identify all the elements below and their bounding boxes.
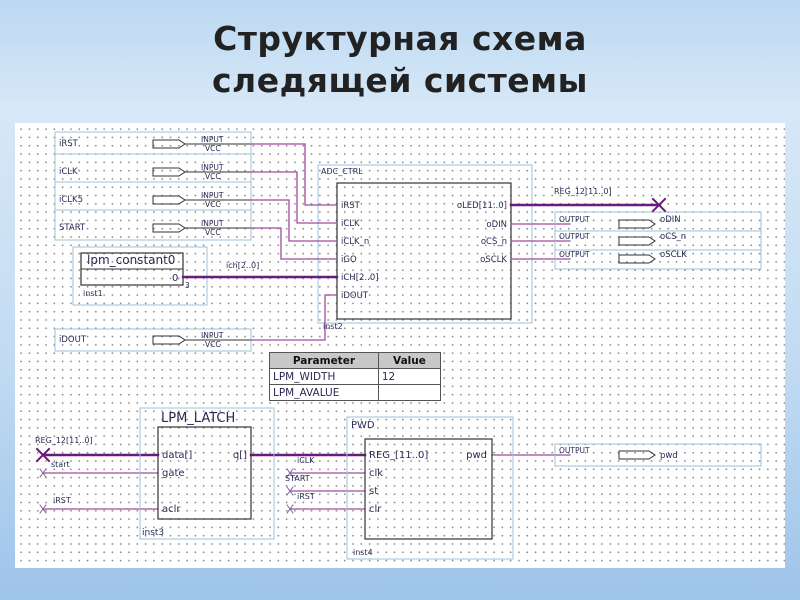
latch-gate-label: start [51,460,70,469]
latch-port-gate: gate [162,468,185,479]
pwd-port-clr: clr [369,504,382,515]
table-row: LPM_WIDTH 12 [269,368,442,385]
input-default-irst: VCC [205,144,221,153]
output-name-pwd: pwd [660,451,678,461]
wire-iclk [250,171,338,224]
input-type-iclk: INPUT [201,163,224,172]
input-type-irst: INPUT [201,135,224,144]
adc-in-4: iCH[2..0] [341,273,379,283]
pwd-port-reg: REG_[11..0] [369,450,428,461]
adc-ctrl-block [336,182,512,320]
pwd-instance: inst4 [353,548,373,557]
adc-in-2: iCLK_n [341,237,369,247]
wire-start [250,227,338,260]
lpm-latch-frame [139,407,275,540]
adc-in-3: iGO [341,255,357,265]
bus-label-ich: ich[2..0] [226,261,259,270]
slide-title-line1: Структурная схема [213,19,587,58]
output-pwd-frame [554,443,762,467]
latch-port-q: q[] [233,450,247,461]
schematic-canvas: iRST iCLK iCLK5 START iDOUT INPUT VCC IN… [15,123,785,568]
latch-port-aclr: aclr [162,504,181,515]
pwd-net-clk: iCLK [297,456,315,465]
output-name-osclk: oSCLK [660,250,687,260]
lpm-constant-instance: inst1 [83,289,103,298]
param-name: LPM_AVALUE [269,384,379,401]
lpm-constant-value: 0 [172,273,178,284]
input-type-idout: INPUT [201,331,224,340]
adc-in-1: iCLK [341,219,360,229]
param-value [377,384,442,401]
wire-irst [250,143,338,206]
lpm-latch-instance: inst3 [142,528,164,538]
latch-port-data: data[] [162,450,192,461]
adc-out-3: oSCLK [480,255,507,265]
lpm-latch-block [157,426,252,520]
parameter-table-header: Parameter Value [269,352,442,369]
input-pin-idout [152,335,186,345]
pwd-block [364,438,493,540]
input-pin-iclk5 [152,195,186,205]
input-label-start: START [59,223,86,233]
output-type-odin: OUTPUT [559,215,590,224]
pwd-frame [346,416,514,560]
wire-iclk5 [250,199,338,242]
output-pin-odin [618,219,656,229]
latch-bus-label: REG_12[11..0] [35,436,93,445]
pwd-net-clr: iRST [297,492,315,501]
param-value: 12 [377,368,442,385]
input-pin-iclk [152,167,186,177]
input-label-irst: iRST [59,139,79,149]
input-label-iclk: iCLK [59,167,78,177]
output-pin-osclk [618,254,656,264]
output-pin-ocs-n [618,236,656,246]
adc-out-2: oCS_n [481,237,507,247]
param-name: LPM_WIDTH [269,368,379,385]
output-type-ocs-n: OUTPUT [559,232,590,241]
input-label-idout: iDOUT [59,335,87,345]
wire-idout [250,294,338,341]
pwd-net-st: START [285,474,310,483]
input-label-iclk5: iCLK5 [59,195,83,205]
output-group-frame [554,211,762,270]
slide-title-line2: следящей системы [212,61,588,100]
input-default-iclk5: VCC [205,200,221,209]
output-type-pwd: OUTPUT [559,446,590,455]
pwd-port-st: st [369,486,378,497]
adc-ctrl-name: ADC_CTRL [321,167,363,176]
reg-bus-label: REG_12[11..0] [554,187,612,196]
adc-in-0: iRST [341,201,361,211]
output-name-odin: oDIN [660,215,681,225]
adc-out-1: oDIN [486,220,507,230]
pwd-name: PWD [351,420,375,431]
pwd-port-out: pwd [466,450,487,461]
input-pin-irst [152,139,186,149]
input-type-start: INPUT [201,219,224,228]
input-default-start: VCC [205,228,221,237]
adc-ctrl-instance: inst2 [323,322,343,331]
pwd-port-clk: clk [369,468,383,479]
lpm-constant-name: lpm_constant0 [87,253,175,267]
latch-aclr-label: iRST [53,496,71,505]
adc-in-5: iDOUT [341,291,369,301]
input-default-idout: VCC [205,340,221,349]
adc-ctrl-frame [317,164,533,324]
input-type-iclk5: INPUT [201,191,224,200]
output-name-ocs-n: oCS_n [660,232,686,242]
table-row: LPM_AVALUE [269,384,442,401]
adc-out-0: oLED[11..0] [457,201,507,211]
lpm-latch-name: LPM_LATCH [161,411,235,426]
schematic-diagram: iRST iCLK iCLK5 START iDOUT INPUT VCC IN… [35,131,762,560]
lpm-constant-width: 3 [185,281,190,290]
output-pin-pwd [618,450,656,460]
input-pin-start [152,223,186,233]
parameter-table: Parameter Value LPM_WIDTH 12 LPM_AVALUE [269,352,442,401]
input-group-frame [54,131,252,241]
param-header-parameter: Parameter [269,352,379,369]
param-header-value: Value [377,352,442,369]
output-type-osclk: OUTPUT [559,250,590,259]
input-default-iclk: VCC [205,172,221,181]
slide-title: Структурная схема следящей системы [0,18,800,102]
